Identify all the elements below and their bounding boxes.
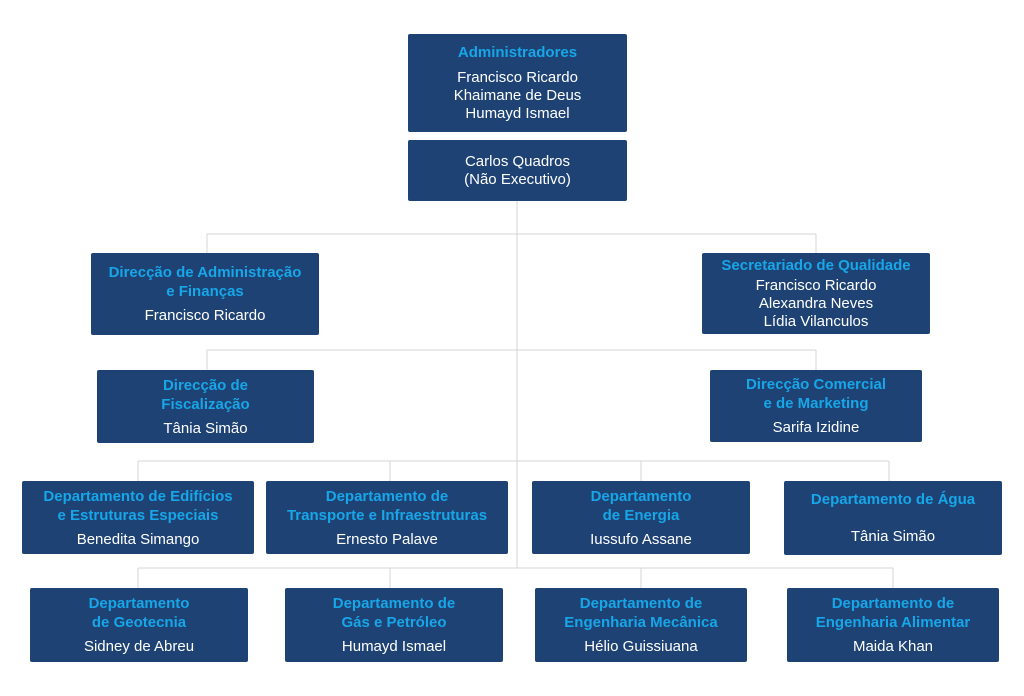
node-title: Administradores bbox=[457, 44, 578, 61]
node-people: Hélio Guissiuana bbox=[584, 638, 698, 655]
node-people: Carlos Quadros (Não Executivo) bbox=[464, 152, 571, 188]
node-direccao-comercial-marketing: Direcção Comercial e de Marketing Sarifa… bbox=[710, 370, 922, 442]
node-people: Humayd Ismael bbox=[341, 638, 447, 655]
node-departamento-transporte: Departamento de Transporte e Infraestrut… bbox=[266, 481, 508, 554]
node-departamento-energia: Departamento de Energia Iussufo Assane bbox=[532, 481, 750, 554]
node-departamento-engenharia-mecanica: Departamento de Engenharia Mecânica Héli… bbox=[535, 588, 747, 662]
node-title: Departamento de Edifícios e Estruturas E… bbox=[43, 487, 233, 524]
node-title: Secretariado de Qualidade bbox=[721, 257, 911, 274]
node-people: Tânia Simão bbox=[163, 419, 248, 437]
node-departamento-edificios: Departamento de Edifícios e Estruturas E… bbox=[22, 481, 254, 554]
node-title: Departamento de Transporte e Infraestrut… bbox=[286, 487, 488, 524]
node-administradores: Administradores Francisco Ricardo Khaima… bbox=[408, 34, 627, 132]
node-people: Maida Khan bbox=[852, 638, 934, 655]
node-people: Sarifa Izidine bbox=[772, 419, 860, 436]
node-departamento-engenharia-alimentar: Departamento de Engenharia Alimentar Mai… bbox=[787, 588, 999, 662]
node-secretariado-qualidade: Secretariado de Qualidade Francisco Rica… bbox=[702, 253, 930, 334]
node-title: Departamento de Energia bbox=[590, 487, 692, 524]
node-people: Francisco Ricardo Alexandra Neves Lídia … bbox=[755, 277, 877, 330]
node-carlos-quadros: Carlos Quadros (Não Executivo) bbox=[408, 140, 627, 201]
node-title: Departamento de Água bbox=[810, 491, 976, 508]
node-departamento-gas-petroleo: Departamento de Gás e Petróleo Humayd Is… bbox=[285, 588, 503, 662]
node-title: Departamento de Engenharia Mecânica bbox=[564, 595, 718, 631]
node-people: Benedita Simango bbox=[76, 530, 200, 548]
node-direccao-fiscalizacao: Direcção de Fiscalização Tânia Simão bbox=[97, 370, 314, 443]
node-departamento-geotecnia: Departamento de Geotecnia Sidney de Abre… bbox=[30, 588, 248, 662]
node-people: Ernesto Palave bbox=[336, 530, 438, 548]
node-direccao-administracao-financas: Direcção de Administração e Finanças Fra… bbox=[91, 253, 319, 335]
node-people: Francisco Ricardo bbox=[144, 307, 266, 324]
node-title: Departamento de Gás e Petróleo bbox=[332, 595, 456, 631]
node-people: Francisco Ricardo Khaimane de Deus Humay… bbox=[453, 69, 582, 122]
node-people: Sidney de Abreu bbox=[83, 638, 195, 655]
node-title: Departamento de Geotecnia bbox=[88, 595, 190, 631]
node-departamento-agua: Departamento de Água Tânia Simão bbox=[784, 481, 1002, 555]
node-title: Direcção de Fiscalização bbox=[161, 376, 250, 413]
node-title: Departamento de Engenharia Alimentar bbox=[815, 595, 971, 631]
node-title: Direcção de Administração e Finanças bbox=[108, 264, 302, 300]
node-people: Tânia Simão bbox=[850, 528, 936, 545]
node-title: Direcção Comercial e de Marketing bbox=[745, 376, 887, 412]
node-people: Iussufo Assane bbox=[590, 530, 692, 548]
